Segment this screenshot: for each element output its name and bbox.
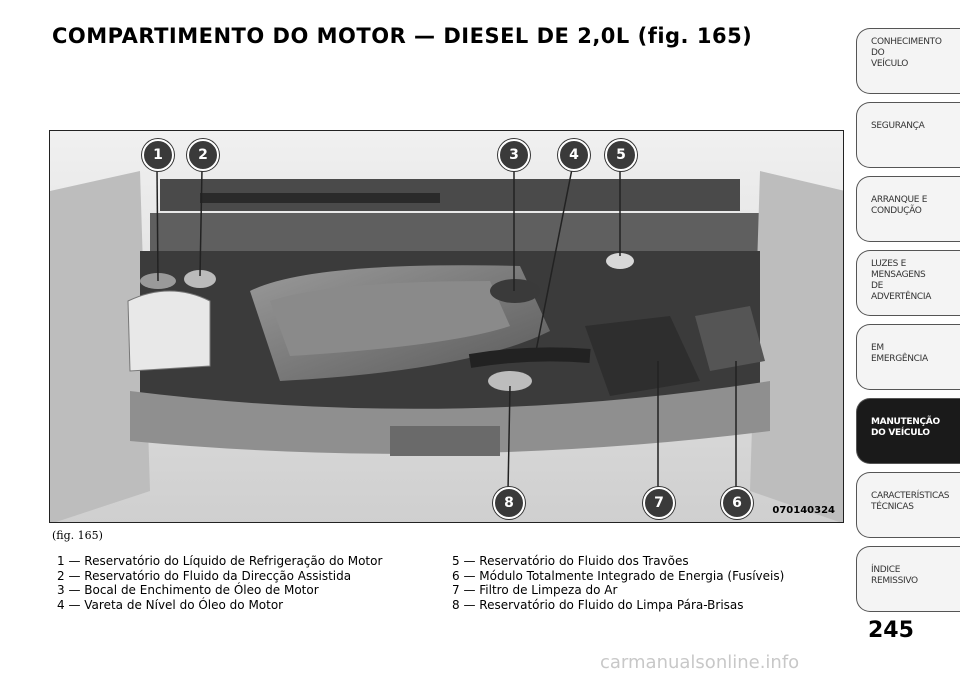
legend-right: 5 — Reservatório do Fluido dos Travões 6… [452,554,784,612]
chapter-tabs: CONHECIMENTO DO VEÍCULO SEGURANÇA ARRANQ… [856,28,960,620]
page-title: COMPARTIMENTO DO MOTOR — DIESEL DE 2,0L … [52,24,753,48]
tab-arranque-e-conducao[interactable]: ARRANQUE E CONDUÇÃO [856,176,960,242]
legend-item: 1 — Reservatório do Líquido de Refrigera… [57,554,383,568]
callout-1: 1 [142,139,174,171]
legend-item: 5 — Reservatório do Fluido dos Travões [452,554,689,568]
tab-luzes-e-mensagens[interactable]: LUZES E MENSAGENS DE ADVERTÊNCIA [856,250,960,316]
engine-illustration [50,131,843,522]
callout-2: 2 [187,139,219,171]
legend-item: 4 — Vareta de Nível do Óleo do Motor [57,597,284,612]
callout-5: 5 [605,139,637,171]
tab-seguranca[interactable]: SEGURANÇA [856,102,960,168]
legend-item: 2 — Reservatório do Fluido da Direcção A… [57,568,352,583]
figure-reference: (fig. 165) [52,529,103,542]
tab-em-emergencia[interactable]: EM EMERGÊNCIA [856,324,960,390]
legend-left: 1 — Reservatório do Líquido de Refrigera… [57,554,382,612]
figure-code: 070140324 [772,505,835,516]
legend-item: 8 — Reservatório do Fluido do Limpa Pára… [452,597,744,612]
tab-indice-remissivo[interactable]: ÍNDICE REMISSIVO [856,546,960,612]
engine-compartment-figure: 1 2 3 4 5 6 7 8 070140324 [49,130,844,523]
legend-item: 7 — Filtro de Limpeza do Ar [452,583,618,597]
tab-caracteristicas-tecnicas[interactable]: CARACTERÍSTICAS TÉCNICAS [856,472,960,538]
tab-manutencao-do-veiculo[interactable]: MANUTENÇÃO DO VEÍCULO [856,398,960,464]
callout-6: 6 [721,487,753,519]
page-number: 245 [868,618,914,643]
callout-8: 8 [493,487,525,519]
legend-item: 6 — Módulo Totalmente Integrado de Energ… [452,568,785,583]
tab-conhecimento-do-veiculo[interactable]: CONHECIMENTO DO VEÍCULO [856,28,960,94]
watermark: carmanualsonline.info [600,652,800,673]
callout-3: 3 [498,139,530,171]
callout-4: 4 [558,139,590,171]
legend-item: 3 — Bocal de Enchimento de Óleo de Motor [57,583,319,597]
callout-7: 7 [643,487,675,519]
